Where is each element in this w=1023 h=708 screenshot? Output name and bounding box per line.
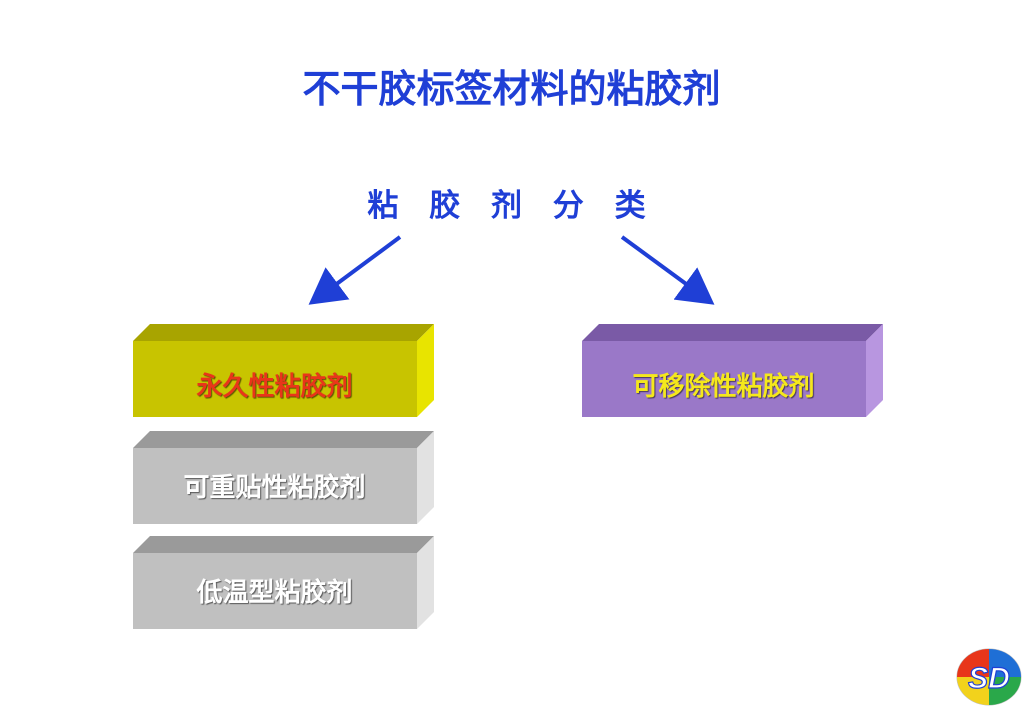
box-label: 低温型粘胶剂 xyxy=(196,578,353,608)
box-permanent-adhesive: 永久性粘胶剂 xyxy=(133,324,434,418)
box-label: 可移除性粘胶剂 xyxy=(632,372,815,402)
box-repositionable-adhesive: 可重贴性粘胶剂 xyxy=(133,431,434,525)
arrow-right xyxy=(620,235,715,305)
box-low-temperature-adhesive: 低温型粘胶剂 xyxy=(133,536,434,630)
box-label: 可重贴性粘胶剂 xyxy=(183,473,366,503)
box-label: 永久性粘胶剂 xyxy=(196,372,353,402)
arrow-left xyxy=(308,235,402,305)
box-removable-adhesive: 可移除性粘胶剂 xyxy=(582,324,883,418)
classification-heading: 粘 胶 剂 分 类 xyxy=(367,188,656,224)
sd-logo-icon: SD xyxy=(956,648,1022,706)
logo-text: SD xyxy=(968,662,1010,695)
page-title: 不干胶标签材料的粘胶剂 xyxy=(302,67,721,111)
